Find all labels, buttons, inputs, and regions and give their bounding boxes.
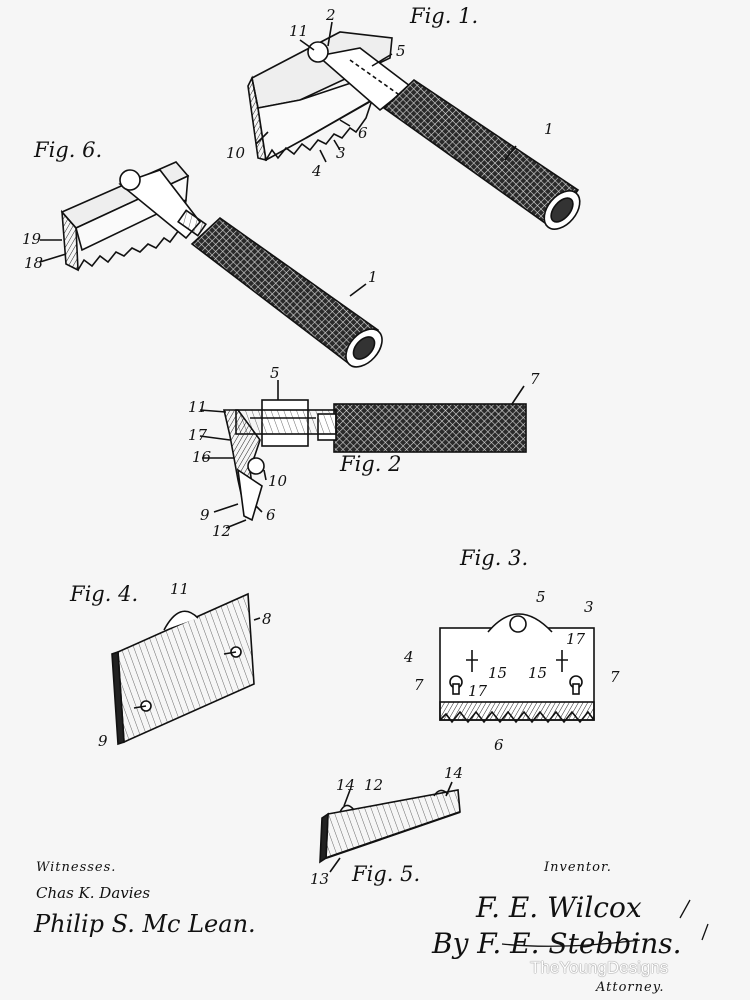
ref-label: 5 [396,42,406,60]
fig1-drawing [247,21,581,230]
fig3-label: Fig. 3. [460,546,529,570]
attorney-caption: Attorney. [596,980,665,995]
ref-label: 10 [268,472,288,490]
ref-label: 3 [336,144,346,162]
ref-label: 11 [170,580,190,598]
ref-label: 6 [494,736,504,754]
fig1-label: Fig. 1. [410,4,479,28]
ref-label: 9 [200,506,210,524]
ref-label: 5 [536,588,546,606]
ref-label: 6 [358,124,368,142]
ref-label: 12 [212,522,232,540]
fig6-label: Fig. 6. [34,138,103,162]
ref-label: 11 [188,398,208,416]
ref-label: 9 [98,732,108,750]
ref-label: 17 [188,426,208,444]
ref-label: 17 [566,630,586,648]
ref-label: 16 [192,448,212,466]
ref-label: 7 [414,676,424,694]
ref-label: 19 [22,230,42,248]
ref-label: 4 [404,648,414,666]
ref-label: 3 [584,598,594,616]
signature-lines [501,899,709,947]
ref-label: 13 [310,870,330,888]
ref-label: 14 [336,776,356,794]
attorney-signature: By F. E. Stebbins. [432,927,682,960]
witnesses-heading: Witnesses. [36,860,117,875]
witness-signature: Philip S. Mc Lean. [34,910,256,938]
fig5-drawing [319,781,461,873]
ref-label: 14 [444,764,464,782]
ref-label: 11 [289,22,309,40]
ref-label: 15 [488,664,508,682]
ref-label: 17 [468,682,488,700]
ref-label: 7 [530,370,540,388]
fig3-drawing [439,613,595,724]
ref-label: 15 [528,664,548,682]
fig4-label: Fig. 4. [70,582,139,606]
inventor-heading: Inventor. [544,860,612,875]
witness-signature: Chas K. Davies [36,884,151,902]
ref-label: 7 [610,668,620,686]
ref-label: 2 [326,6,336,24]
ref-label: 12 [364,776,384,794]
ref-label: 10 [226,144,246,162]
ref-label: 4 [312,162,322,180]
fig2-label: Fig. 2 [340,452,402,476]
ref-label: 1 [544,120,554,138]
fig4-drawing [111,592,261,746]
ref-label: 5 [270,364,280,382]
watermark: TheYoungDesigns [530,958,669,977]
fig5-label: Fig. 5. [352,862,421,886]
fig6-drawing [39,161,383,368]
ref-label: 8 [262,610,272,628]
ref-label: 18 [24,254,44,272]
fig2-drawing [199,380,527,529]
ref-label: 6 [266,506,276,524]
inventor-signature: F. E. Wilcox [476,891,642,924]
ref-label: 1 [368,268,378,286]
